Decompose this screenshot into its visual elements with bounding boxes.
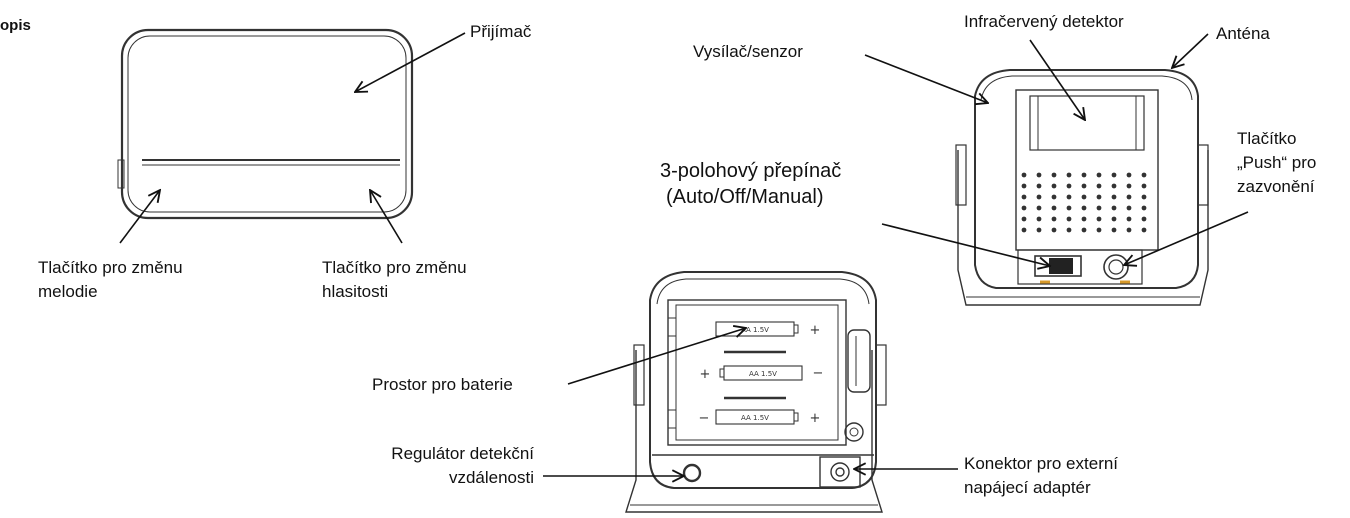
svg-text:+: + <box>810 411 821 426</box>
arrow-push-button <box>1124 211 1249 265</box>
speaker-hole <box>1141 194 1147 200</box>
section-heading: opis <box>0 17 31 34</box>
speaker-hole <box>1051 194 1057 200</box>
speaker-hole <box>1141 216 1147 222</box>
speaker-hole <box>1141 227 1147 233</box>
speaker-hole <box>1081 216 1087 222</box>
speaker-hole <box>1021 216 1027 222</box>
label-transmitter: Vysílač/senzor <box>693 42 803 61</box>
label-ir-detector: Infračervený detektor <box>964 12 1124 31</box>
speaker-hole <box>1141 183 1147 189</box>
speaker-hole <box>1021 183 1027 189</box>
arrow-volume-button <box>370 190 403 244</box>
speaker-hole <box>1096 216 1102 222</box>
arrow-melody-button <box>119 190 160 244</box>
speaker-hole <box>1111 194 1117 200</box>
speaker-hole <box>1141 172 1147 178</box>
speaker-hole <box>1126 205 1132 211</box>
arrow-transmitter <box>864 54 988 103</box>
speaker-hole <box>1096 172 1102 178</box>
speaker-hole <box>1066 227 1072 233</box>
speaker-hole <box>1126 216 1132 222</box>
speaker-hole <box>1036 183 1042 189</box>
label-switch: 3-polohový přepínač (Auto/Off/Manual) <box>660 160 842 208</box>
speaker-hole <box>1096 194 1102 200</box>
speaker-hole <box>1021 227 1027 233</box>
battery-3: AA 1.5V − + <box>699 409 821 426</box>
label-volume-button: Tlačítko pro změnu hlasitosti <box>322 258 467 301</box>
arrow-switch <box>881 223 1050 266</box>
speaker-hole <box>1051 172 1057 178</box>
arrow-antenna <box>1172 33 1209 68</box>
speaker-hole <box>1096 205 1102 211</box>
label-receiver: Přijímač <box>470 22 532 41</box>
speaker-hole <box>1066 172 1072 178</box>
speaker-hole <box>1036 205 1042 211</box>
svg-text:AA 1.5V: AA 1.5V <box>749 370 777 378</box>
speaker-hole <box>1021 205 1027 211</box>
speaker-hole <box>1111 172 1117 178</box>
speaker-hole <box>1051 205 1057 211</box>
speaker-hole <box>1021 194 1027 200</box>
svg-text:−: − <box>813 366 824 381</box>
arrow-ir-detector <box>1029 39 1085 120</box>
speaker-hole <box>1036 194 1042 200</box>
speaker-hole <box>1126 227 1132 233</box>
label-antenna: Anténa <box>1216 24 1270 43</box>
speaker-hole <box>1126 194 1132 200</box>
speaker-hole <box>1066 216 1072 222</box>
speaker-hole <box>1066 205 1072 211</box>
speaker-hole <box>1081 172 1087 178</box>
label-connector: Konektor pro externí napájecí adaptér <box>964 454 1119 497</box>
arrow-receiver <box>355 32 466 92</box>
speaker-hole <box>1081 205 1087 211</box>
speaker-hole <box>1081 227 1087 233</box>
transmitter-front-device <box>955 69 1209 306</box>
svg-text:AA 1.5V: AA 1.5V <box>741 326 769 334</box>
svg-text:−: − <box>699 411 710 426</box>
speaker-hole <box>1111 227 1117 233</box>
battery-2: AA 1.5V + − <box>700 365 824 382</box>
speaker-hole <box>1096 227 1102 233</box>
arrow-battery <box>567 328 746 385</box>
speaker-grille <box>1021 172 1147 233</box>
speaker-hole <box>1111 183 1117 189</box>
speaker-hole <box>1036 216 1042 222</box>
label-push-button: Tlačítko „Push“ pro zazvonění <box>1237 129 1317 196</box>
speaker-hole <box>1066 183 1072 189</box>
label-battery: Prostor pro baterie <box>372 375 513 394</box>
speaker-hole <box>1111 205 1117 211</box>
svg-text:AA 1.5V: AA 1.5V <box>741 414 769 422</box>
battery-1: AA 1.5V + <box>715 321 821 338</box>
speaker-hole <box>1081 183 1087 189</box>
receiver-device <box>117 28 414 220</box>
speaker-hole <box>1021 172 1027 178</box>
label-melody-button: Tlačítko pro změnu melodie <box>38 258 183 301</box>
speaker-hole <box>1051 216 1057 222</box>
svg-text:+: + <box>810 323 821 338</box>
speaker-hole <box>1036 227 1042 233</box>
speaker-hole <box>1036 172 1042 178</box>
speaker-hole <box>1051 183 1057 189</box>
label-range-regulator: Regulátor detekční vzdálenosti <box>391 444 534 487</box>
speaker-hole <box>1096 183 1102 189</box>
speaker-hole <box>1081 194 1087 200</box>
speaker-hole <box>1066 194 1072 200</box>
speaker-hole <box>1126 172 1132 178</box>
svg-text:+: + <box>700 367 711 382</box>
speaker-hole <box>1111 216 1117 222</box>
speaker-hole <box>1126 183 1132 189</box>
transmitter-back-device <box>625 271 887 513</box>
speaker-hole <box>1141 205 1147 211</box>
speaker-hole <box>1051 227 1057 233</box>
